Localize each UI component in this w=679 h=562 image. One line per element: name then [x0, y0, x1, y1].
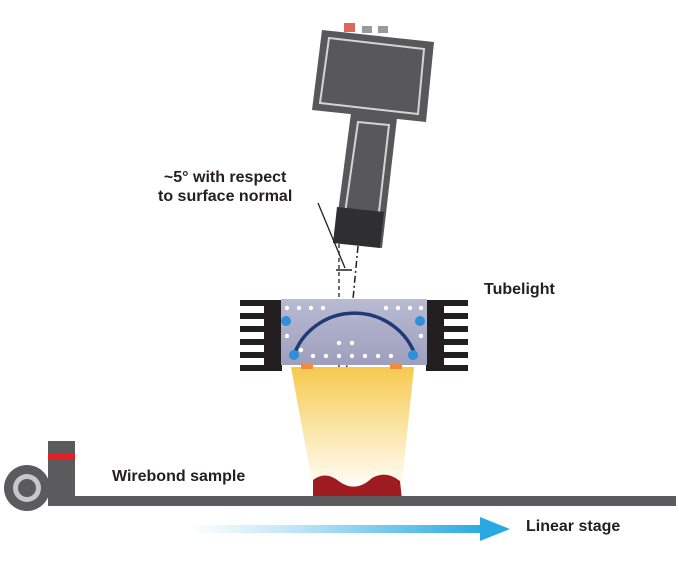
- angle-annotation-line1: ~5° with respect: [163, 169, 287, 186]
- camera-connector-red: [344, 23, 355, 32]
- heat-sink-left: [240, 300, 282, 371]
- wheel-icon: [4, 465, 50, 511]
- tubelight-dots: [284, 305, 424, 359]
- angle-annotation-line2: to surface normal: [158, 188, 293, 206]
- camera-lens: [333, 207, 384, 248]
- wirebond-sample-label: Wirebond sample: [112, 468, 246, 485]
- camera-connector-1: [362, 26, 372, 33]
- stage-post: [48, 441, 75, 503]
- linear-stage: [4, 441, 676, 511]
- tubelight-label: Tubelight: [484, 281, 555, 298]
- tubelight-dome-arc: [291, 311, 418, 359]
- arrow-right-icon: [190, 517, 510, 541]
- stage-rail: [48, 496, 676, 506]
- wirebond-sample: [313, 474, 402, 500]
- heat-sink-right: [426, 300, 468, 371]
- tubelight-leds: [281, 316, 425, 360]
- led-tab-left: [301, 364, 313, 369]
- camera-icon: [312, 23, 434, 248]
- angle-annotation: ~5° with respect to surface normal: [158, 168, 292, 206]
- camera-head-outline: [318, 36, 426, 116]
- camera-connector-2: [378, 26, 388, 33]
- linear-stage-label: Linear stage: [526, 518, 621, 535]
- tubelight-icon: [240, 299, 468, 371]
- angle-leader-line: [317, 202, 346, 269]
- camera-head: [312, 30, 434, 122]
- light-beam: [291, 367, 414, 482]
- stage-post-stripe: [48, 453, 75, 459]
- led-tab-right: [390, 364, 402, 369]
